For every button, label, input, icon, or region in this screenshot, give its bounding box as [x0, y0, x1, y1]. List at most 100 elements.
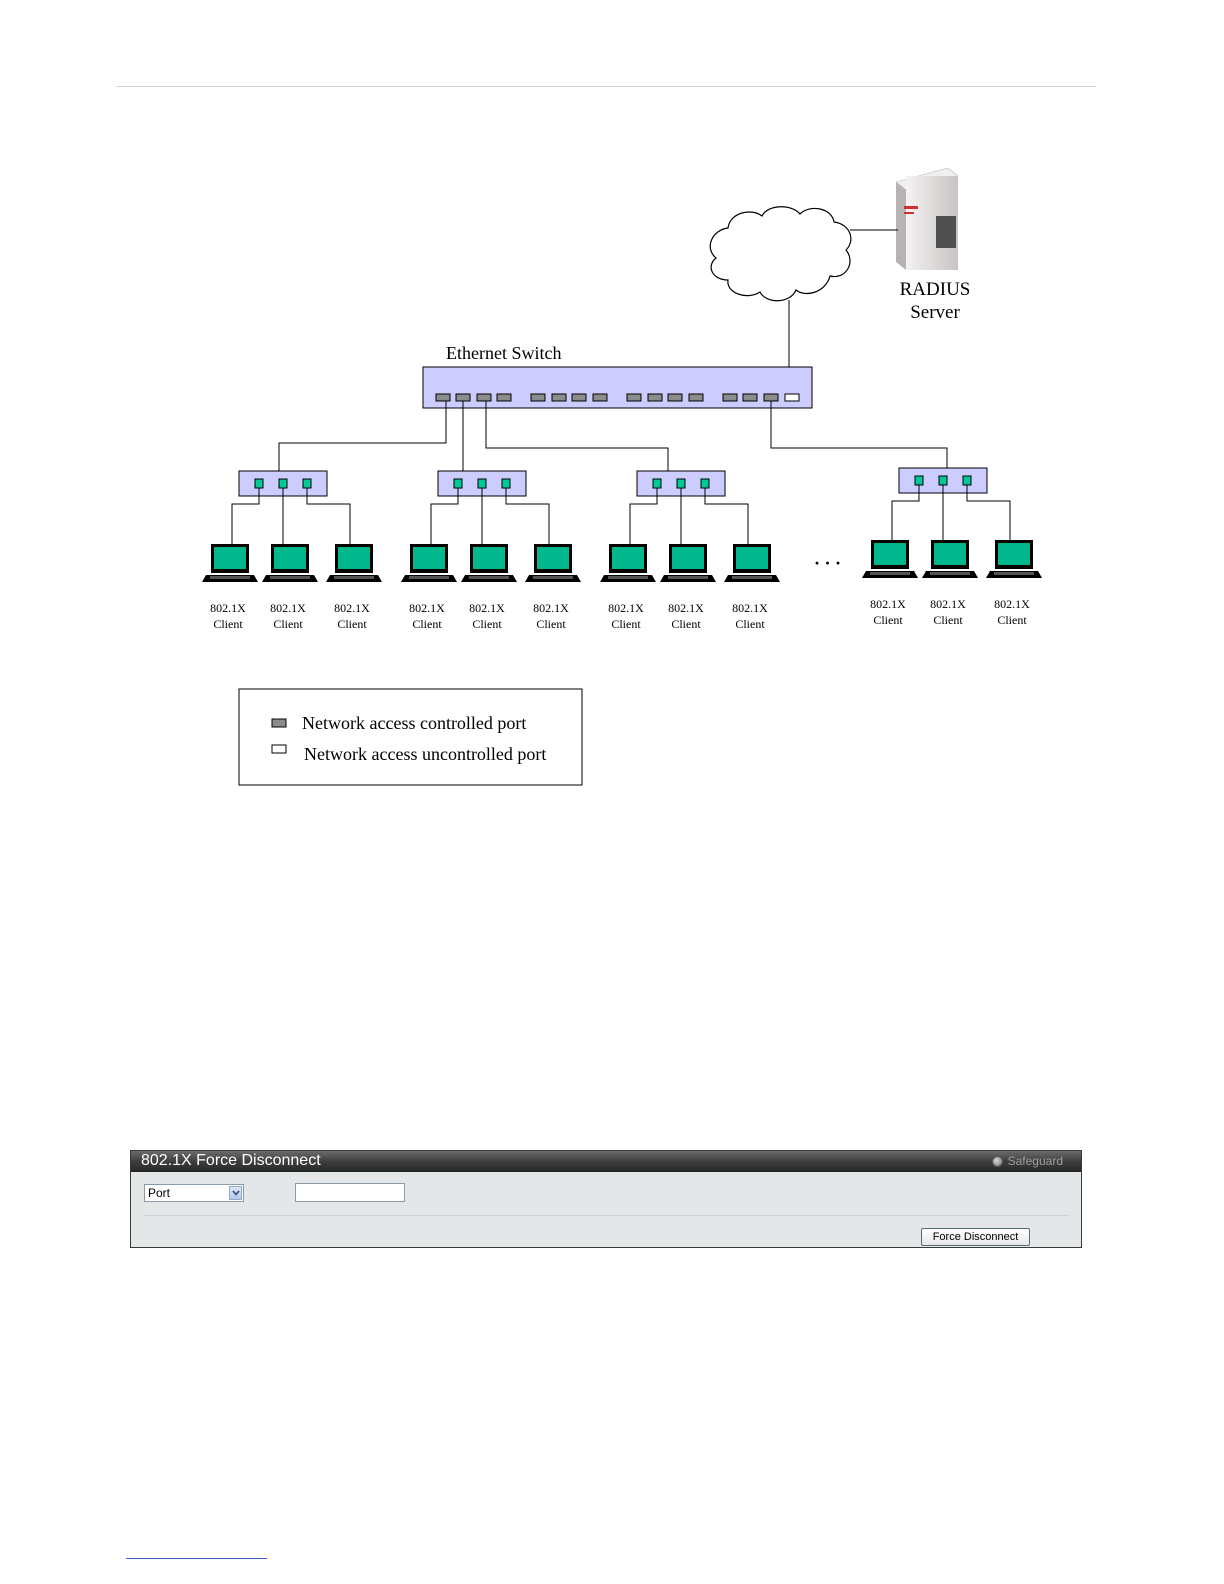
switch-port-controlled [476, 393, 492, 402]
safeguard-label: Safeguard [1007, 1154, 1063, 1168]
client-label-line1: 802.1X [409, 601, 445, 615]
switch-port-controlled [626, 393, 642, 402]
client-label-line2: Client [611, 617, 641, 631]
network-cloud [709, 206, 852, 302]
force-disconnect-panel: 802.1X Force Disconnect Safeguard Port F… [130, 1150, 1082, 1248]
server-label-line1: RADIUS [900, 279, 971, 300]
chevron-down-icon[interactable] [229, 1186, 242, 1200]
client-cable [430, 488, 459, 544]
radius-server-icon [895, 167, 959, 270]
panel-title: 802.1X Force Disconnect [141, 1152, 321, 1169]
client-label-line1: 802.1X [210, 601, 246, 615]
access-switch-port [477, 478, 487, 489]
client-label-line1: 802.1X [533, 601, 569, 615]
switch-port-controlled [571, 393, 587, 402]
legend-controlled-label: Network access controlled port [302, 713, 526, 733]
client-label-line2: Client [997, 613, 1027, 627]
access-switch-port [254, 478, 264, 489]
laptop-icon [922, 540, 978, 578]
laptop-icon [461, 544, 517, 582]
access-switch-port [914, 475, 924, 486]
network-diagram: RADIUS Server Ethernet Switch 802.1X Clie… [202, 167, 1042, 786]
uplink-cable [770, 401, 948, 468]
client-cable [231, 488, 260, 544]
client-label-line2: Client [735, 617, 765, 631]
client-label-line2: Client [412, 617, 442, 631]
client-cable [629, 488, 658, 544]
laptop-icon [600, 544, 656, 582]
switch-port-controlled [763, 393, 779, 402]
server-label-line2: Server [910, 302, 960, 323]
access-switch-port [278, 478, 288, 489]
port-type-select-value: Port [148, 1186, 171, 1200]
access-switch-port [501, 478, 511, 489]
client-label-line2: Client [933, 613, 963, 627]
panel-divider [143, 1215, 1069, 1216]
client-label-line1: 802.1X [668, 601, 704, 615]
access-switch-port [302, 478, 312, 489]
laptop-icon [986, 540, 1042, 578]
switch-port-controlled [530, 393, 546, 402]
switch-port-controlled [667, 393, 683, 402]
laptop-icon [862, 540, 918, 578]
force-disconnect-button[interactable]: Force Disconnect [921, 1228, 1030, 1246]
laptop-icon [724, 544, 780, 582]
client-label-line1: 802.1X [870, 597, 906, 611]
access-switch-port [676, 478, 686, 489]
switch-port-controlled [742, 393, 758, 402]
safeguard-icon [991, 1155, 1003, 1167]
legend-uncontrolled-swatch [271, 744, 287, 754]
footer-link-underline [126, 1558, 267, 1559]
client-label-line2: Client [873, 613, 903, 627]
legend-uncontrolled-label: Network access uncontrolled port [304, 744, 546, 764]
client-label-line1: 802.1X [608, 601, 644, 615]
laptop-icon [262, 544, 318, 582]
laptop-icon [401, 544, 457, 582]
access-switch-port [453, 478, 463, 489]
client-label-line2: Client [671, 617, 701, 631]
switch-port-controlled [455, 393, 471, 402]
safeguard-indicator: Safeguard [991, 1151, 1063, 1171]
legend-box [238, 688, 583, 786]
ellipsis: · · · [814, 553, 841, 573]
laptop-icon [525, 544, 581, 582]
access-switch-port [938, 475, 948, 486]
client-label-line2: Client [536, 617, 566, 631]
panel-header: 802.1X Force Disconnect Safeguard [131, 1151, 1081, 1172]
client-cable [704, 488, 749, 544]
switch-port-controlled [496, 393, 512, 402]
client-cable [891, 485, 920, 540]
switch-port-controlled [551, 393, 567, 402]
header-rule [116, 86, 1096, 87]
client-label-line1: 802.1X [270, 601, 306, 615]
switch-port-controlled [592, 393, 608, 402]
client-cable [306, 488, 351, 544]
laptop-icon [660, 544, 716, 582]
laptop-icon [326, 544, 382, 582]
client-label-line1: 802.1X [334, 601, 370, 615]
switch-port-controlled [435, 393, 451, 402]
client-label-line2: Client [273, 617, 303, 631]
laptop-icon [202, 544, 258, 582]
switch-label: Ethernet Switch [446, 343, 561, 363]
legend-controlled-swatch [271, 718, 287, 728]
client-cable [505, 488, 550, 544]
uplink-cable [278, 401, 447, 471]
access-switch-port [962, 475, 972, 486]
switch-port-controlled [647, 393, 663, 402]
switch-port-controlled [688, 393, 704, 402]
client-label-line2: Client [213, 617, 243, 631]
port-input[interactable] [295, 1183, 405, 1202]
client-label-line1: 802.1X [930, 597, 966, 611]
access-switch-port [700, 478, 710, 489]
switch-port-controlled [722, 393, 738, 402]
client-cable [966, 485, 1011, 540]
uplink-cable [485, 401, 669, 471]
client-label-line2: Client [472, 617, 502, 631]
port-type-select[interactable]: Port [144, 1184, 244, 1202]
client-label-line1: 802.1X [732, 601, 768, 615]
ethernet-switch [422, 366, 813, 409]
client-label-line2: Client [337, 617, 367, 631]
client-label-line1: 802.1X [994, 597, 1030, 611]
access-switch-port [652, 478, 662, 489]
